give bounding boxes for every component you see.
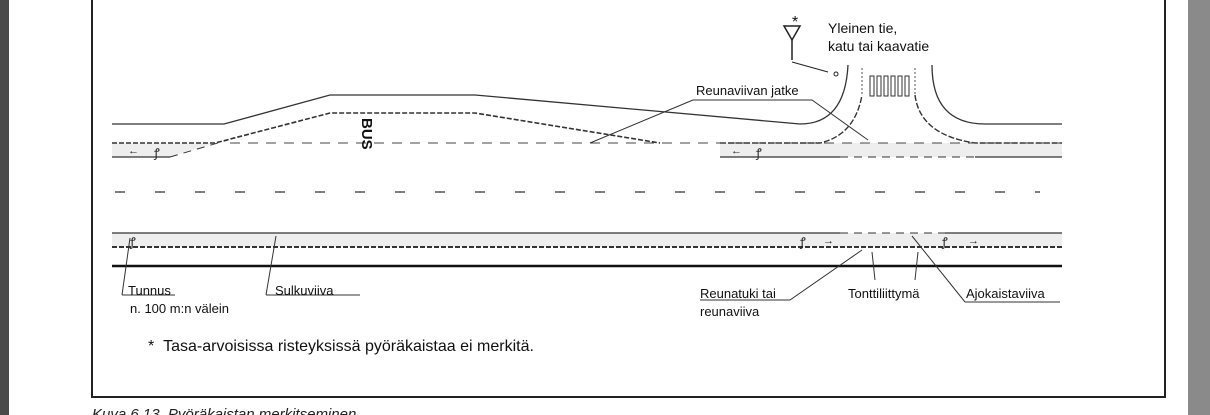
arrow-left-icon: ← xyxy=(731,145,742,157)
arrow-left-icon: ← xyxy=(128,145,139,157)
side-road-dotted xyxy=(861,68,916,95)
road-outer-edge xyxy=(112,64,849,125)
viewer-left-edge xyxy=(0,0,9,415)
road-title-line2: katu tai kaavatie xyxy=(828,38,930,54)
bicycle-icon: ꝭ xyxy=(799,235,806,249)
note: * Tasa-arvoisissa risteyksissä pyöräkais… xyxy=(148,338,534,356)
yield-sign-icon xyxy=(782,25,839,77)
bicycle-icon: ꝭ xyxy=(941,235,948,249)
bike-lane-top-right xyxy=(720,143,1062,157)
curve-edge-right xyxy=(914,94,1062,144)
label-symbol: Tunnus xyxy=(128,283,171,298)
arrow-right-icon: → xyxy=(968,235,979,247)
bicycle-icon: ꝭ xyxy=(153,146,160,160)
figure-frame xyxy=(91,0,1166,398)
label-curb-1: Reunatuki tai xyxy=(700,286,776,301)
bike-lane-bottom xyxy=(112,233,1062,247)
viewer-right-edge xyxy=(1188,0,1210,415)
note-text: Tasa-arvoisissa risteyksissä pyöräkaista… xyxy=(163,338,534,355)
label-lane-line: Ajokaistaviiva xyxy=(966,286,1045,301)
crosswalk-icon xyxy=(869,75,910,97)
arrow-right-icon: → xyxy=(823,235,834,247)
curve-edge-left xyxy=(720,94,863,144)
label-curb-2: reunaviiva xyxy=(700,304,760,319)
label-edge-continuation: Reunaviivan jatke xyxy=(696,83,799,98)
bus-marking: BUS xyxy=(358,118,375,150)
road-title-line1: Yleinen tie, xyxy=(828,20,898,36)
note-asterisk: * xyxy=(148,338,155,355)
label-symbol-interval: n. 100 m:n välein xyxy=(130,301,230,316)
bike-lane-top-left xyxy=(112,143,215,157)
asterisk: * xyxy=(792,14,799,31)
figure-caption: Kuva 6.13. Pyöräkaistan merkitseminen xyxy=(92,406,357,415)
side-road-right-edge xyxy=(931,64,1062,125)
label-closing-line: Sulkuviiva xyxy=(275,283,334,298)
bicycle-icon: ꝭ xyxy=(129,235,136,249)
label-property-access: Tonttiliittymä xyxy=(848,286,920,301)
bus-stop-edge-line xyxy=(112,112,661,144)
bicycle-icon: ꝭ xyxy=(755,146,762,160)
